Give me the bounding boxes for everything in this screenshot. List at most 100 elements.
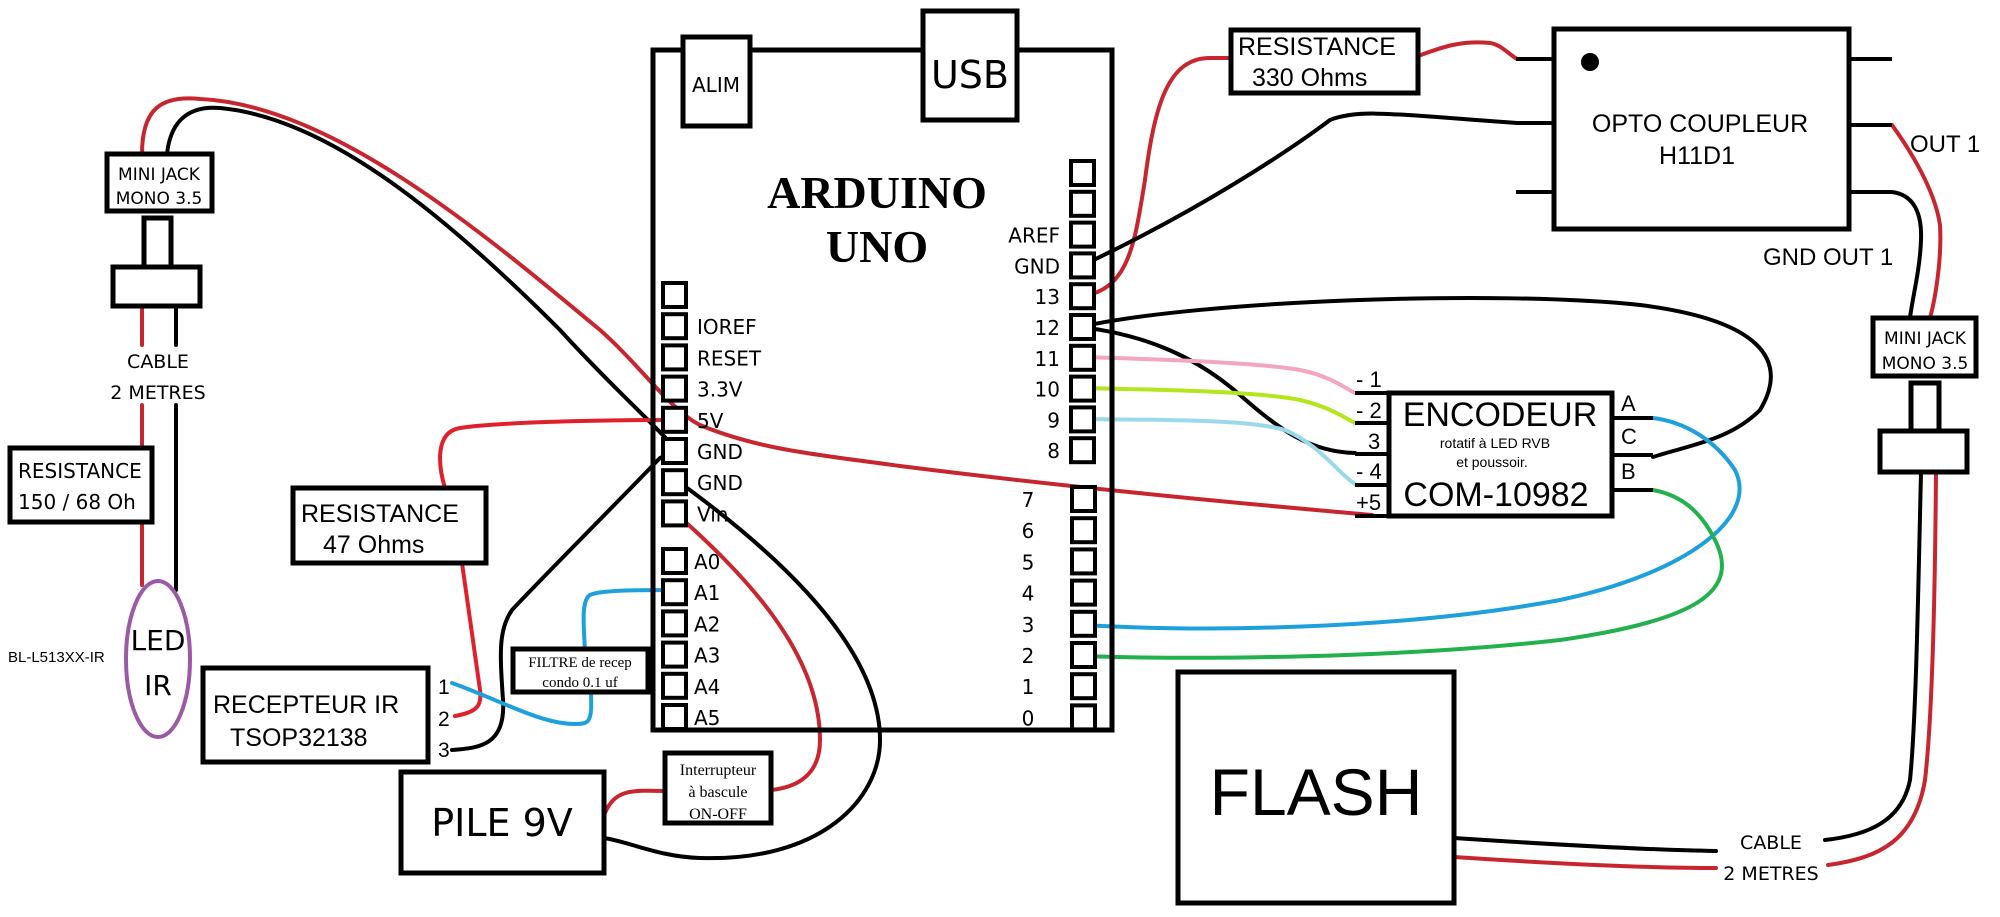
left-jack-label-1: MINI JACK xyxy=(118,165,201,185)
header-pin xyxy=(661,312,688,341)
receiver-pin-2: 2 xyxy=(438,708,450,731)
encoder-pin-c: C xyxy=(1621,424,1637,449)
pin-label: A1 xyxy=(694,581,720,605)
left-jack-label-2: MONO 3.5 xyxy=(116,189,203,209)
header-pin xyxy=(1070,547,1097,576)
encoder-pin-2: - 2 xyxy=(1356,398,1382,423)
pin-label: 12 xyxy=(1035,316,1060,340)
header-pin xyxy=(661,609,688,638)
wire-flash-red xyxy=(1452,855,1718,870)
led-label-1: LED xyxy=(131,624,186,657)
pin-label: 8 xyxy=(1047,439,1060,463)
switch-label-2: à bascule xyxy=(688,784,747,801)
led-ir: LED IR BL-L513XX-IR xyxy=(8,579,192,739)
header-pin xyxy=(661,281,688,309)
header-pin xyxy=(1070,516,1097,545)
led-ellipse xyxy=(124,579,192,739)
header-pin xyxy=(661,578,688,607)
header-pin xyxy=(661,547,688,575)
resistor-led-label-2: 150 / 68 Oh xyxy=(18,490,136,514)
pin-label: IOREF xyxy=(697,315,757,339)
wires xyxy=(140,40,1943,870)
header-pin xyxy=(1069,189,1096,218)
wire-battery-to-switch xyxy=(603,788,667,815)
header-pin xyxy=(1070,609,1097,638)
header-pin xyxy=(1069,405,1096,434)
pin-label: 5 xyxy=(1022,550,1035,574)
right-jack-plug-stem xyxy=(1908,380,1942,434)
pin-label: 10 xyxy=(1035,378,1060,402)
switch-label-3: ON-OFF xyxy=(689,806,747,823)
header-pin xyxy=(661,499,688,528)
resistor-330-label-2: 330 Ohms xyxy=(1252,64,1367,92)
header-pin xyxy=(1069,251,1096,280)
wire-opto-gnd-black xyxy=(1890,190,1924,320)
wire-pin10-to-encoder-2 xyxy=(1080,386,1357,425)
flash-unit: FLASH CABLE 2 METRES xyxy=(1175,669,1819,906)
flash-cable-label-2: 2 METRES xyxy=(1723,863,1818,885)
pin-label: Vin xyxy=(697,502,728,526)
optocoupler: OPTO COUPLEUR H11D1 OUT 1 GND OUT 1 xyxy=(1516,26,1980,271)
encoder-pin-4: - 4 xyxy=(1356,459,1382,484)
encoder-pin-3: 3 xyxy=(1368,429,1380,454)
opto-out-label: OUT 1 xyxy=(1910,131,1980,158)
pin-label: 13 xyxy=(1035,285,1060,309)
header-pin xyxy=(661,343,688,372)
header-pin xyxy=(1069,374,1096,403)
wire-gnd-to-receiver xyxy=(450,449,677,752)
right-jack-label-1: MINI JACK xyxy=(1884,329,1967,349)
receiver-label-2: TSOP32138 xyxy=(230,724,368,752)
led-part-number: BL-L513XX-IR xyxy=(8,649,105,666)
pin-label: RESET xyxy=(697,346,762,370)
header-pin xyxy=(661,374,688,403)
resistor-led: RESISTANCE 150 / 68 Oh xyxy=(7,445,155,525)
pin-label: 7 xyxy=(1022,488,1035,512)
pin-label: GND xyxy=(1014,254,1060,278)
wire-vin-to-switch xyxy=(670,508,822,792)
flash-cable-label-1: CABLE xyxy=(1740,832,1802,854)
filter-label-1: FILTRE de recep xyxy=(528,655,632,671)
wire-pin11-to-encoder-1 xyxy=(1081,355,1357,395)
wire-filter-to-receiver xyxy=(450,681,594,726)
wire-jack-red-to-arduino xyxy=(140,96,1374,517)
encoder-label-4: COM-10982 xyxy=(1403,476,1588,514)
encoder-pin-5: +5 xyxy=(1356,490,1381,515)
pin-label: AREF xyxy=(1008,224,1060,248)
header-pin xyxy=(1069,282,1096,311)
header-pin xyxy=(1070,703,1097,732)
header-pin xyxy=(661,437,688,465)
jack-plug-body xyxy=(110,264,203,309)
wire-flash-black xyxy=(1452,836,1718,853)
wire-pin2-to-encoder-b xyxy=(1081,488,1724,660)
pin-label: 3 xyxy=(1022,613,1035,637)
resistor-330: RESISTANCE 330 Ohms xyxy=(1228,27,1421,96)
filter-label-2: condo 0.1 uf xyxy=(542,675,617,691)
wire-right-cable-black xyxy=(1823,470,1923,842)
header-pin xyxy=(1069,343,1096,372)
wire-resistor-47-to-receiver xyxy=(453,561,483,718)
encoder-label-2: rotatif à LED RVB xyxy=(1440,435,1550,451)
led-label-2: IR xyxy=(144,669,172,702)
wire-gnd-to-battery xyxy=(602,475,882,861)
header-pin xyxy=(661,468,688,497)
pin1-marker-dot xyxy=(1581,53,1599,71)
left-mini-jack: MINI JACK MONO 3.5 CABLE 2 METRES xyxy=(104,151,215,404)
ir-receiver: RECEPTEUR IR TSOP32138 1 2 3 xyxy=(200,665,450,765)
left-cable-label-2: 2 METRES xyxy=(110,382,205,404)
header-pin xyxy=(1069,436,1096,465)
wire-5v-to-resistor-47 xyxy=(438,418,674,490)
arduino-title-1: ARDUINO xyxy=(767,167,987,218)
pin-label: 3.3V xyxy=(697,378,743,402)
usb-port xyxy=(920,8,1020,123)
pin-label: A0 xyxy=(694,550,720,574)
opto-label-2: H11D1 xyxy=(1659,142,1735,170)
resistor-47-label-1: RESISTANCE xyxy=(301,500,459,528)
opto-gnd-out-label: GND OUT 1 xyxy=(1763,244,1893,271)
pin-label: 1 xyxy=(1022,675,1035,699)
resistor-47-label-2: 47 Ohms xyxy=(323,531,424,559)
wire-opto-out-red xyxy=(1890,123,1943,320)
encoder-pin-b: B xyxy=(1621,459,1636,484)
header-pin xyxy=(661,671,688,700)
header-pin xyxy=(661,405,688,434)
